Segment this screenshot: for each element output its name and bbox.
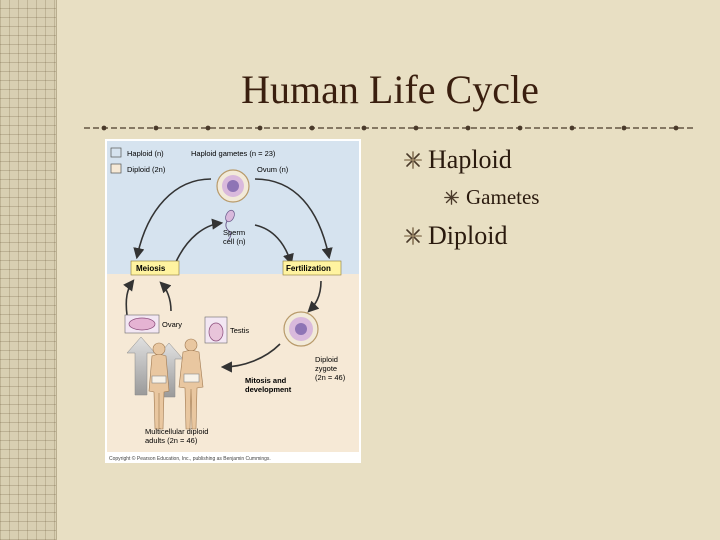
zygote-label-line3: (2n = 46) [315,373,346,382]
left-binding-strip [0,0,57,540]
meiosis-box [130,260,180,276]
bullet-text: Haploid [428,145,512,174]
ovary-label: Ovary [162,320,182,329]
sperm-label-line1: Sperm [223,228,245,237]
sperm-label-line2: cell (n) [223,237,246,246]
adults-label-line2: adults (2n = 46) [145,436,198,445]
arrow-ovary-to-meiosis [123,279,135,316]
bullet-text: Diploid [428,221,508,250]
legend-haploid-swatch [110,147,122,158]
zygote-cell [283,311,319,347]
ovum-label: Ovum (n) [257,165,289,174]
arrow-zygote-to-adults [220,343,281,373]
arrow-fertilization-to-zygote [307,280,322,313]
female-figure [148,342,170,430]
mitosis-label-line1: Mitosis and [245,376,287,385]
life-cycle-figure: Haploid (n) Diploid (2n) Haploid gametes… [105,139,361,463]
adults-label-line1: Multicellular diploid [145,427,208,436]
zygote-label-line2: zygote [315,364,337,373]
bullet-text: Gametes [466,185,540,209]
arrow-sperm-to-fertilization [254,224,294,266]
arrow-gonads-to-meiosis [159,281,172,312]
haploid-gametes-label: Haploid gametes (n = 23) [191,149,276,158]
arrow-ovum-to-fertilization [254,178,333,260]
sub-bullet-star-icon [444,190,459,205]
legend-diploid-swatch [110,163,122,174]
sperm-cell [225,209,235,241]
arrow-meiosis-to-ovum [133,178,212,260]
slide-title: Human Life Cycle [241,67,539,112]
ovary-shape [128,317,156,331]
testis-label: Testis [230,326,249,335]
title-divider [84,125,696,131]
legend-haploid-label: Haploid (n) [127,149,164,158]
bullet-star-icon [404,151,422,169]
testis-shape [208,322,224,342]
mitosis-label-line2: development [245,385,292,394]
haploid-region [107,141,359,274]
divider-dots [101,125,679,131]
fertilization-box [282,260,342,276]
bullet-star-icon [404,227,422,245]
legend-diploid-label: Diploid (2n) [127,165,166,174]
ovum-cell [216,169,250,203]
arrow-meiosis-to-sperm [174,218,224,265]
meiosis-label: Meiosis [136,264,166,273]
copyright-notice: Copyright © Pearson Education, Inc., pub… [109,455,271,462]
fertilization-label: Fertilization [286,264,331,273]
male-figure [178,338,204,430]
arrow-female-to-ovary [126,336,156,396]
zygote-label-line1: Diploid [315,355,338,364]
